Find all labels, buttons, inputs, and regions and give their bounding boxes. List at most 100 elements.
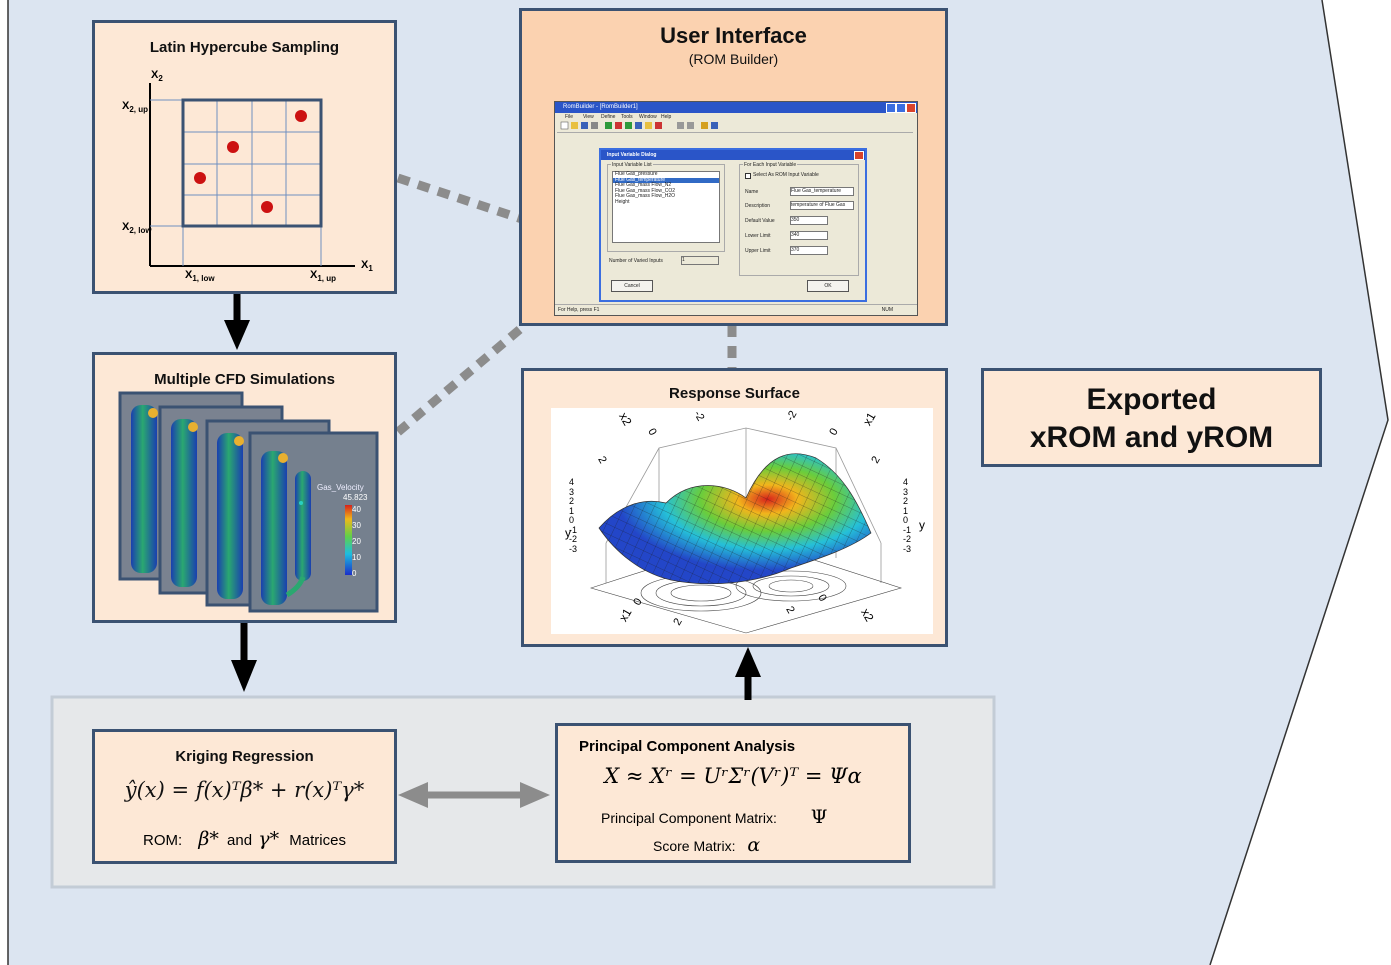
arrow-cfd-band-head [231,660,257,692]
minimize-icon[interactable] [886,103,896,113]
lower-limit-label: Lower Limit [745,233,771,239]
variable-detail-label: For Each Input Variable [743,162,798,168]
variable-list-group: Input Variable List Flue Gas_pressure Fl… [607,162,725,252]
variable-list-label: Input Variable List [611,162,653,168]
rs-z-tick: 0 [903,515,909,525]
rs-title: Response Surface [669,385,800,402]
variable-list-item[interactable]: Height [615,198,630,205]
lhs-sample-point [194,172,206,184]
lhs-plot [149,83,355,267]
rs-axis-y-left-label: y [565,526,571,540]
kriging-title: Kriging Regression [175,748,314,765]
lower-limit-field[interactable]: 340 [790,231,828,240]
upper-limit-field[interactable]: 370 [790,246,828,255]
velocity-legend-tick: 0 [352,569,357,578]
rs-z-tick: 2 [903,496,909,506]
kriging-rom-label: ROM: [143,832,183,849]
panel-chevron-edge [1209,0,1389,965]
velocity-legend-tick: 40 [352,505,361,514]
kriging-gamma-symbol: γ* [258,828,280,850]
input-variable-dialog: Input Variable Dialog Input Variable Lis… [599,148,867,302]
varied-inputs-field[interactable]: 1 [681,256,719,265]
ok-button[interactable]: OK [807,280,849,292]
pca-alpha-symbol: α [747,834,761,856]
name-field[interactable]: Flue Gas_temperature [790,187,854,196]
rs-z-tick: -3 [903,543,912,554]
default-value-field[interactable]: 350 [790,216,828,225]
velocity-legend-tick: 20 [352,537,361,546]
variable-list-item[interactable]: Flue Gas_mass Flow_N2 [615,182,672,188]
dialog-titlebar: Input Variable Dialog [601,150,865,160]
lhs-grid [183,100,321,226]
menu-file[interactable]: File [565,114,574,120]
variable-list-item[interactable]: Flue Gas_mass Flow_H2O [615,193,676,199]
exported-line2: xROM and yROM [1029,421,1274,454]
pca-box: Principal Component Analysis X ≈ Xʳ = Uʳ… [555,723,911,863]
cancel-button[interactable]: Cancel [611,280,653,292]
pca-title: Principal Component Analysis [579,738,796,755]
pca-score-line: Score Matrix: α [653,834,760,856]
rs-z-tick: 4 [569,477,575,487]
rs-z-ticks-left: 4 3 2 1 0 -1 -2 -3 [569,477,578,554]
lhs-grid-frame [181,98,323,228]
rom-input-checkbox-label: Select As ROM Input Variable [753,172,819,178]
lhs-x2-low-label: X2, low [122,221,152,236]
velocity-legend-tick: 45.823 [343,493,368,502]
default-value-label: Default Value [745,218,775,224]
app-menubar: File View Define Tools Window Help [555,113,917,121]
description-field[interactable]: temperature of Flue Gas [790,201,854,210]
variable-detail-group: For Each Input Variable Select As ROM In… [739,162,859,276]
menu-define[interactable]: Define [601,114,616,120]
kriging-and-text: and [227,832,253,849]
ui-subtitle: (ROM Builder) [688,51,779,67]
velocity-legend-title: Gas_Velocity [317,483,364,492]
variable-list[interactable]: Flue Gas_pressure Flue Gas_temperature F… [612,171,720,243]
lhs-x1-label: X1 [361,259,373,274]
exported-line1: Exported [1086,383,1217,416]
rom-builder-window: RomBuilder - [RomBuilder1] File View Def… [554,101,918,316]
menu-tools[interactable]: Tools [621,114,633,120]
lhs-x2-up-label: X2, up [122,100,149,115]
rs-z-tick: 3 [569,486,575,497]
variable-list-item[interactable]: Flue Gas_pressure [615,171,658,177]
lhs-x1-low-label: X1, low [185,269,215,284]
pca-score-label: Score Matrix: [653,838,736,854]
toolbar-icons[interactable] [555,121,735,131]
velocity-legend-tick: 10 [352,553,361,562]
menu-view[interactable]: View [583,114,594,120]
kriging-beta-symbol: β* [198,828,219,850]
rs-plot [589,427,903,634]
rs-z-tick: 1 [903,505,909,516]
variable-list-item[interactable]: Flue Gas_mass Flow_CO2 [615,187,676,194]
lhs-sample-point [295,110,307,122]
description-field-label: Description [745,203,771,209]
name-field-label: Name [745,189,759,195]
maximize-icon[interactable] [896,103,906,113]
double-arrow-left-head [398,782,428,808]
arrow-band-rs-head [735,647,761,677]
ui-box: User Interface (ROM Builder) RomBuilder … [519,8,948,326]
variable-list-item[interactable]: Flue Gas_temperature [613,177,719,183]
menu-window[interactable]: Window [639,114,657,120]
kriging-rom-line: ROM: β* and γ* Matrices [95,828,394,850]
lhs-title: Latin Hypercube Sampling [149,39,340,56]
double-arrow-right-head [520,782,550,808]
rs-z-tick: 4 [903,477,909,487]
rs-z-tick: 3 [903,486,909,497]
menu-help[interactable]: Help [661,114,672,120]
dialog-close-icon[interactable] [854,151,864,160]
close-icon[interactable] [906,103,916,113]
rs-z-tick: -1 [903,524,912,535]
cfd-box: Multiple CFD Simulations [92,352,397,623]
lhs-sample-point [227,141,239,153]
app-titlebar: RomBuilder - [RomBuilder1] [555,102,917,113]
rs-z-tick: -2 [569,534,578,544]
cfd-title: Multiple CFD Simulations [154,371,335,388]
rs-z-tick: 2 [569,496,575,506]
exported-box: Exported xROM and yROM [981,368,1322,467]
status-num: NUM [881,307,893,313]
rom-input-checkbox[interactable] [745,173,751,179]
rs-axis-y-label: y [919,518,925,532]
rs-z-tick: 0 [569,515,575,525]
